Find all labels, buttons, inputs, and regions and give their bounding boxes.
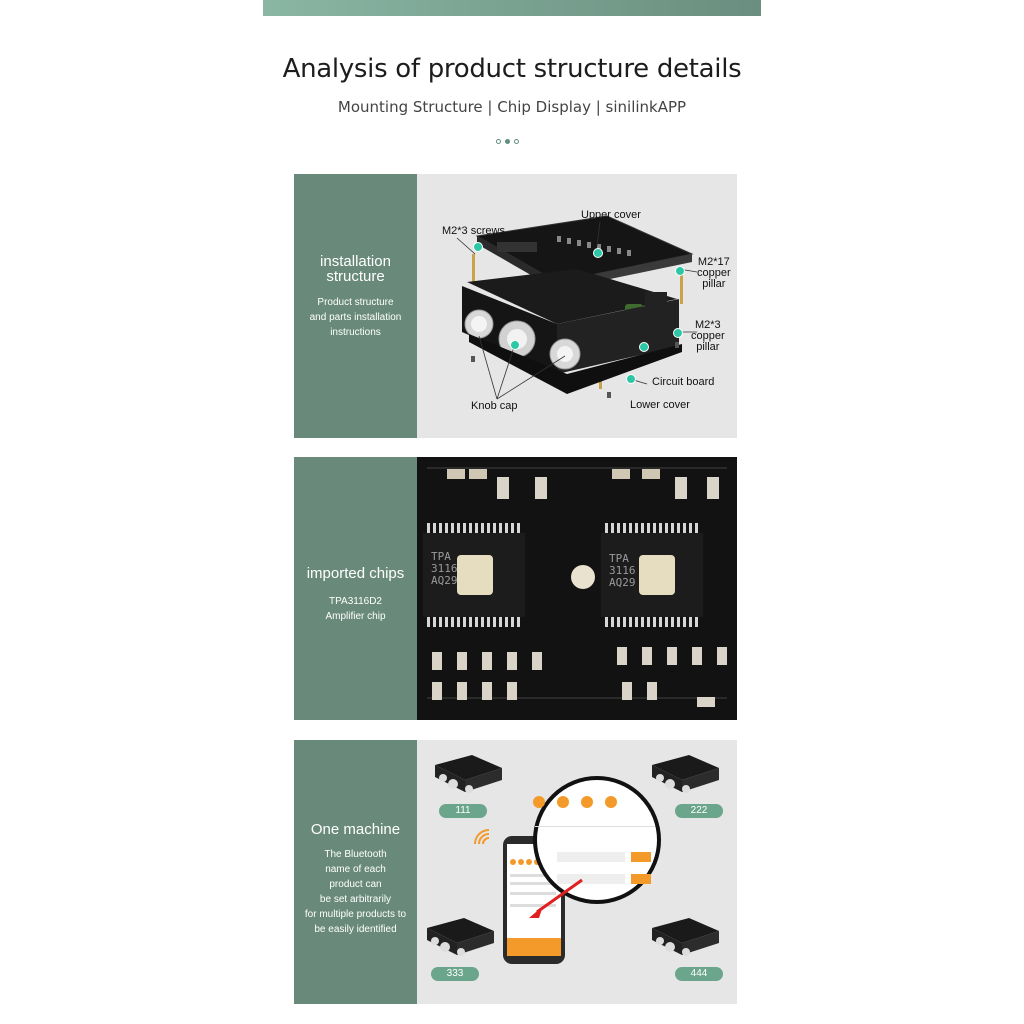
installation-panel: installation structure Product structure… [294, 174, 737, 438]
callout-m2x3-pillar: M2*3 copper pillar [691, 319, 725, 353]
page-title: Analysis of product structure details [282, 54, 742, 84]
device-444 [652, 918, 719, 956]
device-222 [652, 755, 719, 793]
marker-upper-cover [593, 248, 603, 258]
marker-m2x17 [675, 266, 685, 276]
device-label-222: 222 [675, 804, 723, 818]
callout-circuit-board: Circuit board [652, 376, 715, 388]
marker-circuit-board [639, 342, 649, 352]
device-333 [427, 918, 494, 956]
marker-lower-cover [626, 374, 636, 384]
chip-photo: TPA 3116 AQ29 TPA 3116 AQ29 [417, 457, 737, 720]
chips-title: imported chips [306, 565, 405, 582]
carousel-dots [496, 139, 519, 144]
callout-knob-cap: Knob cap [471, 400, 518, 412]
device-label-333: 333 [431, 967, 479, 981]
multi-device-illustration [427, 755, 719, 964]
chips-sidebar: imported chips TPA3116D2 Amplifier chip [294, 457, 417, 720]
chip-marking-1: TPA 3116 AQ29 [431, 550, 458, 587]
installation-description: Product structure and parts installation… [309, 297, 402, 338]
carousel-dot-1[interactable] [496, 139, 501, 144]
app-sidebar: One machine The Bluetooth name of each p… [294, 740, 417, 1004]
callout-lower-cover: Lower cover [630, 399, 690, 411]
app-panel: One machine The Bluetooth name of each p… [294, 740, 737, 1004]
carousel-dot-3[interactable] [514, 139, 519, 144]
installation-title: installation structure [320, 253, 391, 285]
carousel-dot-2[interactable] [505, 139, 510, 144]
chips-panel: imported chips TPA3116D2 Amplifier chip [294, 457, 737, 720]
device-label-111: 111 [439, 804, 487, 818]
marker-screws [473, 242, 483, 252]
exploded-view-area: Upper cover M2*3 screws M2*17 copper pil… [417, 174, 737, 438]
chips-description: TPA3116D2 Amplifier chip [325, 596, 386, 622]
chip-marking-2: TPA 3116 AQ29 [609, 552, 636, 589]
app-demo-area: 111 222 333 444 [417, 740, 737, 1004]
callout-m2x17-pillar: M2*17 copper pillar [697, 256, 731, 290]
marker-knob [510, 340, 520, 350]
exploded-product-illustration [456, 215, 698, 400]
page-subtitle: Mounting Structure | Chip Display | sini… [337, 98, 687, 116]
device-label-444: 444 [675, 967, 723, 981]
pcb-photo-illustration [417, 457, 737, 720]
callout-upper-cover: Upper cover [581, 209, 641, 221]
installation-sidebar: installation structure Product structure… [294, 174, 417, 438]
top-banner-strip [263, 0, 761, 16]
device-111 [435, 755, 502, 793]
app-description: The Bluetooth name of each product can b… [304, 849, 407, 935]
marker-m2x3 [673, 328, 683, 338]
app-title: One machine [310, 821, 401, 838]
callout-screws: M2*3 screws [442, 225, 505, 237]
bluetooth-signal-icon [474, 829, 490, 845]
